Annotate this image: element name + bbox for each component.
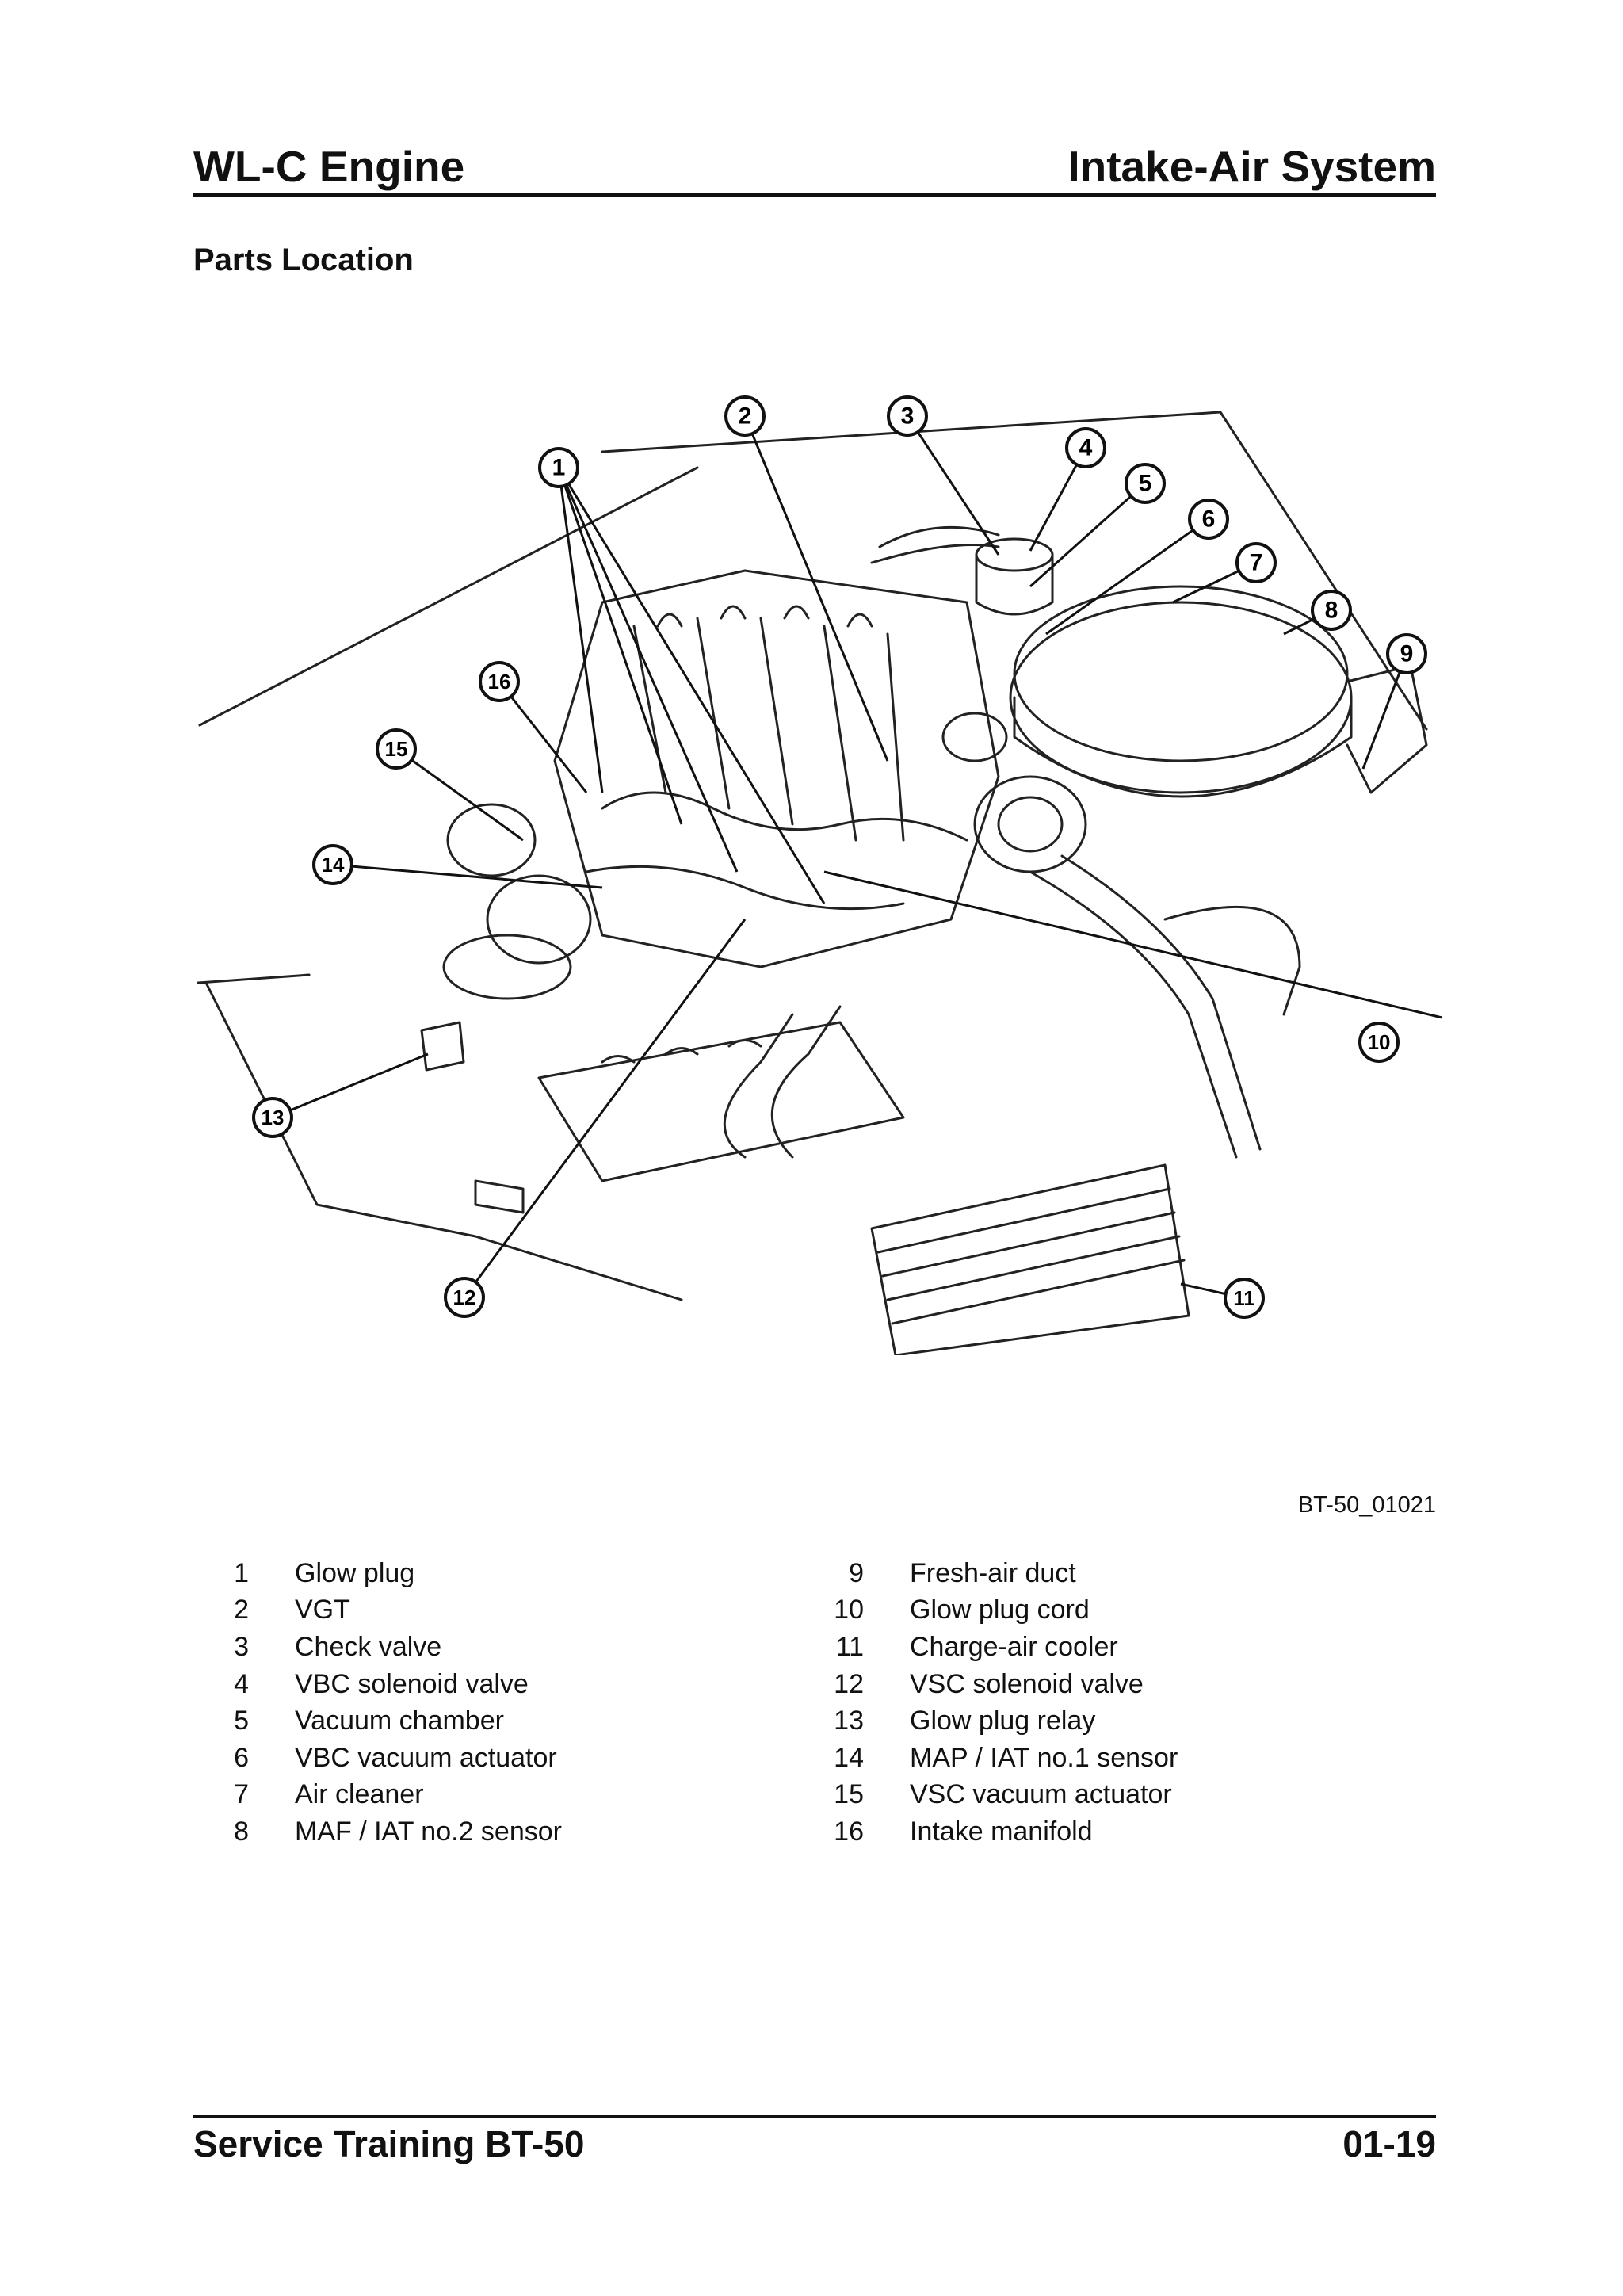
charge-air-cooler-shape	[870, 1163, 1190, 1355]
legend-num: 6	[234, 1742, 249, 1773]
callout-4-label: 4	[1079, 435, 1093, 461]
legend-item: 8 MAF / IAT no.2 sensor	[208, 1813, 842, 1851]
header-engine-title: WL-C Engine	[193, 142, 465, 191]
callout-group: 1 2 3 4 5 6 7 8 9 10 11 12 13 14 15 16	[252, 395, 1427, 1319]
legend-item: 9 Fresh-air duct	[823, 1555, 1457, 1592]
legend-label: VSC solenoid valve	[910, 1668, 1144, 1699]
callout-7: 7	[1235, 542, 1277, 583]
callout-8: 8	[1311, 590, 1352, 631]
callout-5-label: 5	[1139, 471, 1152, 497]
legend-num: 12	[834, 1668, 864, 1699]
callout-12: 12	[444, 1277, 485, 1318]
air-cleaner-shape	[1013, 585, 1349, 762]
callout-11-label: 11	[1233, 1286, 1255, 1310]
footer-rule	[193, 2115, 1436, 2118]
glow-plug-relay-shape	[420, 1021, 465, 1072]
legend-item: 13 Glow plug relay	[823, 1702, 1457, 1740]
footer-publication: Service Training BT-50	[193, 2123, 585, 2164]
legend-num: 8	[234, 1816, 249, 1847]
callout-8-label: 8	[1325, 598, 1338, 624]
legend-num: 15	[834, 1779, 864, 1810]
callout-1-label: 1	[552, 455, 566, 481]
legend-num: 2	[234, 1595, 249, 1626]
legend-label: VSC vacuum actuator	[910, 1779, 1172, 1810]
legend-item: 5 Vacuum chamber	[208, 1702, 842, 1740]
legend-label: VBC solenoid valve	[295, 1668, 529, 1699]
legend-num: 4	[234, 1668, 249, 1699]
callout-3: 3	[887, 395, 928, 437]
callout-15: 15	[376, 728, 417, 770]
legend-label: Glow plug	[295, 1557, 415, 1588]
legend-item: 12 VSC solenoid valve	[823, 1666, 1457, 1703]
legend-num: 1	[234, 1557, 249, 1588]
callout-14-label: 14	[322, 853, 345, 877]
legend-label: MAF / IAT no.2 sensor	[295, 1816, 562, 1847]
legend-label: VBC vacuum actuator	[295, 1742, 557, 1773]
engine-block	[553, 569, 1000, 968]
callout-15-label: 15	[385, 737, 408, 761]
callout-9: 9	[1386, 633, 1427, 674]
legend-num: 5	[234, 1706, 249, 1736]
engine-bay-outline	[197, 466, 699, 1301]
legend-label: Air cleaner	[295, 1779, 424, 1810]
callout-7-label: 7	[1250, 550, 1263, 576]
legend-num: 9	[849, 1557, 864, 1588]
legend-item: 15 VSC vacuum actuator	[823, 1777, 1457, 1814]
legend-num: 14	[834, 1742, 864, 1773]
callout-13-label: 13	[262, 1106, 285, 1129]
engine-parts-diagram: 1 2 3 4 5 6 7 8 9 10 11 12 13 14 15 16	[197, 395, 1442, 1355]
callout-11: 11	[1224, 1278, 1265, 1319]
callout-5: 5	[1125, 463, 1166, 504]
legend-left-column: 1 Glow plug 2 VGT 3 Check valve 4 VBC soleno…	[208, 1555, 842, 1851]
legend-item: 2 VGT	[208, 1592, 842, 1629]
section-title: Parts Location	[193, 243, 414, 277]
callout-4: 4	[1065, 427, 1106, 468]
legend-right-column: 9 Fresh-air duct 10 Glow plug cord 11 Charg…	[823, 1555, 1457, 1851]
callout-9-label: 9	[1400, 641, 1414, 667]
legend-label: VGT	[295, 1595, 350, 1626]
legend-label: Charge-air cooler	[910, 1631, 1118, 1662]
legend-num: 11	[835, 1631, 864, 1662]
legend-label: MAP / IAT no.1 sensor	[910, 1742, 1178, 1773]
callout-16: 16	[479, 661, 520, 702]
legend-item: 1 Glow plug	[208, 1555, 842, 1592]
legend-num: 10	[834, 1595, 864, 1626]
figure-reference: BT-50_01021	[1297, 1492, 1436, 1518]
footer-page-number: 01-19	[1342, 2123, 1436, 2164]
callout-2-label: 2	[739, 403, 752, 430]
callout-10: 10	[1358, 1022, 1400, 1063]
legend-item: 10 Glow plug cord	[823, 1592, 1457, 1629]
callout-12-label: 12	[453, 1286, 476, 1309]
legend-label: Glow plug relay	[910, 1706, 1096, 1736]
callout-1: 1	[538, 447, 579, 488]
callout-2: 2	[724, 395, 766, 437]
header-system-title: Intake-Air System	[1067, 142, 1436, 191]
callout-6: 6	[1188, 499, 1229, 540]
battery-shape	[537, 1021, 905, 1182]
legend-item: 4 VBC solenoid valve	[208, 1666, 842, 1703]
callout-6-label: 6	[1202, 506, 1216, 533]
legend-num: 13	[834, 1706, 864, 1736]
legend-label: Check valve	[295, 1631, 442, 1662]
fresh-air-duct-shape	[1346, 664, 1428, 794]
legend-item: 6 VBC vacuum actuator	[208, 1740, 842, 1777]
legend-item: 14 MAP / IAT no.1 sensor	[823, 1740, 1457, 1777]
legend-item: 16 Intake manifold	[823, 1813, 1457, 1851]
legend-item: 7 Air cleaner	[208, 1777, 842, 1814]
legend-item: 11 Charge-air cooler	[823, 1629, 1457, 1666]
legend-label: Glow plug cord	[910, 1595, 1090, 1626]
callout-14: 14	[312, 844, 353, 885]
callout-16-label: 16	[488, 670, 511, 693]
legend-label: Intake manifold	[910, 1816, 1093, 1847]
legend-label: Fresh-air duct	[910, 1557, 1076, 1588]
legend-num: 3	[234, 1631, 249, 1662]
callout-3-label: 3	[901, 403, 915, 430]
legend-label: Vacuum chamber	[295, 1706, 504, 1736]
callout-13: 13	[252, 1097, 293, 1138]
callout-10-label: 10	[1368, 1030, 1391, 1054]
legend-num: 16	[834, 1816, 864, 1847]
header-rule	[193, 193, 1436, 197]
legend-item: 3 Check valve	[208, 1629, 842, 1666]
legend-num: 7	[234, 1779, 249, 1810]
